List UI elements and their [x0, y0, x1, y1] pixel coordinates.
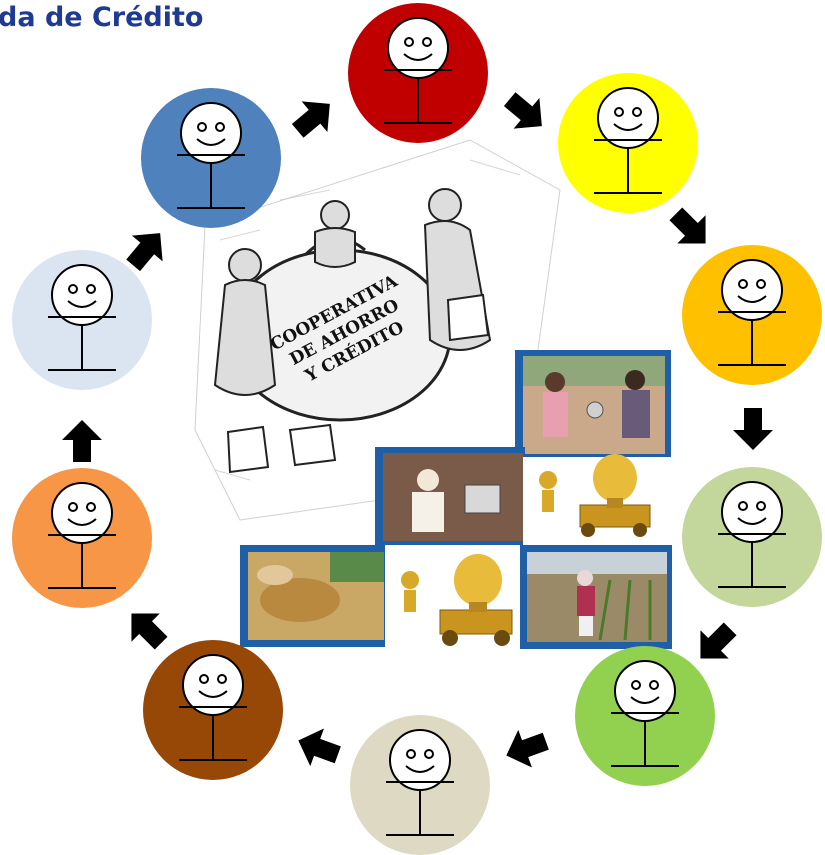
arrow-1 [284, 88, 343, 147]
person-circle-6 [575, 646, 715, 786]
stick-figure-icon [48, 482, 116, 589]
person-circle-3 [558, 73, 698, 213]
sketch-bucket-right [446, 293, 490, 342]
sketch-person-left-body [213, 279, 277, 396]
person-circle-4 [682, 245, 822, 385]
arrow-7 [291, 721, 345, 774]
stick-figure-icon [594, 87, 662, 194]
person-circle-1 [141, 88, 281, 228]
photo-shop [515, 350, 671, 460]
sketch-person-center-head [320, 200, 350, 230]
person-circle-9 [12, 468, 152, 608]
stick-figure-icon [179, 654, 247, 761]
person-circle-8 [143, 640, 283, 780]
sketch-person-right-head [428, 188, 462, 222]
photo-field [520, 545, 672, 649]
stick-figure-icon [718, 481, 786, 588]
person-circle-7 [350, 715, 490, 855]
cooperative-sketch: COOPERATIVA DE AHORRO Y CRÉDITO [194, 139, 561, 521]
stick-figure-icon [177, 102, 245, 209]
arrow-5 [686, 614, 745, 673]
photo-gold-bulb-bottom [385, 545, 525, 657]
person-circle-10 [12, 250, 152, 390]
arrow-3 [661, 199, 720, 258]
arrow-2 [496, 83, 555, 142]
arrow-9 [62, 420, 102, 462]
sketch-bucket-left [226, 425, 270, 474]
photo-collage [240, 350, 673, 657]
person-circle-5 [682, 467, 822, 607]
arrow-8 [117, 599, 176, 658]
photo-grain [240, 545, 392, 647]
arrow-4 [733, 408, 773, 450]
stick-figure-icon [48, 264, 116, 371]
diagram-title: da de Crédito [0, 2, 204, 33]
sketch-bucket-bottom [288, 423, 337, 467]
stick-figure-icon [384, 17, 452, 124]
sketch-person-left-head [228, 248, 262, 282]
stick-figure-icon [718, 259, 786, 366]
photo-gold-bulb-top [523, 454, 673, 552]
person-circle-2 [348, 3, 488, 143]
arrow-6 [499, 722, 553, 775]
stick-figure-icon [611, 660, 679, 767]
photo-office [375, 447, 525, 547]
stick-figure-icon [386, 729, 454, 836]
